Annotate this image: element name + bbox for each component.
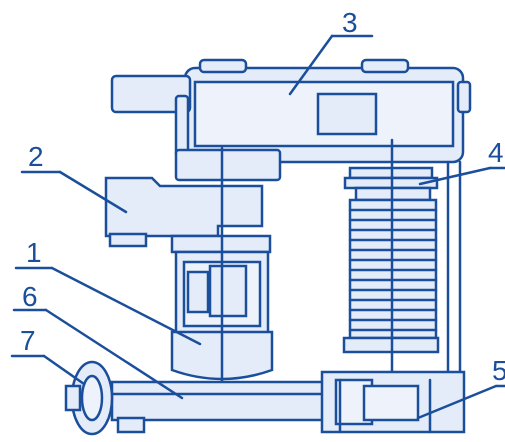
bracket [104,148,282,254]
horizontal-beam [110,380,332,422]
label-3: 3 [342,7,358,38]
label-2: 2 [28,141,44,172]
pulley-wheel [64,360,146,436]
bottom-housing [320,370,466,434]
frame-post [446,160,462,374]
gearbox-housing [110,58,472,164]
label-6: 6 [22,281,38,312]
label-7: 7 [20,325,36,356]
label-1: 1 [26,237,42,268]
label-5: 5 [492,355,505,386]
leader-lines [10,34,505,420]
label-4: 4 [488,137,504,168]
